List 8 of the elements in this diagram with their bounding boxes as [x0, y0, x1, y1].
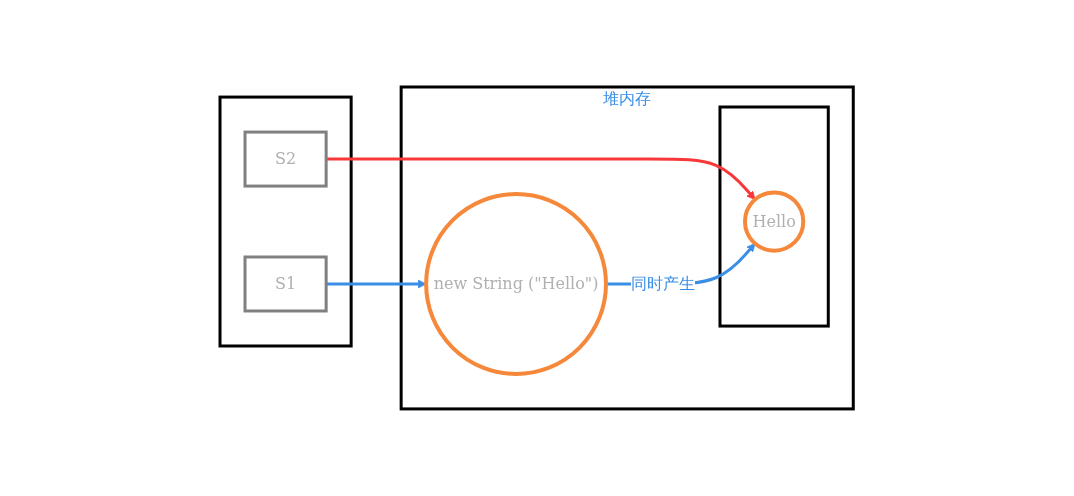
- node-box: S2: [243, 130, 328, 188]
- edge-label: 同时产生: [631, 274, 696, 294]
- node-circle: new String ("Hello"): [424, 192, 609, 376]
- node-circle: Hello: [743, 190, 806, 253]
- arrow: [326, 157, 756, 200]
- cluster: [718, 105, 831, 328]
- cluster: [218, 95, 353, 348]
- node-box: S1: [243, 255, 328, 313]
